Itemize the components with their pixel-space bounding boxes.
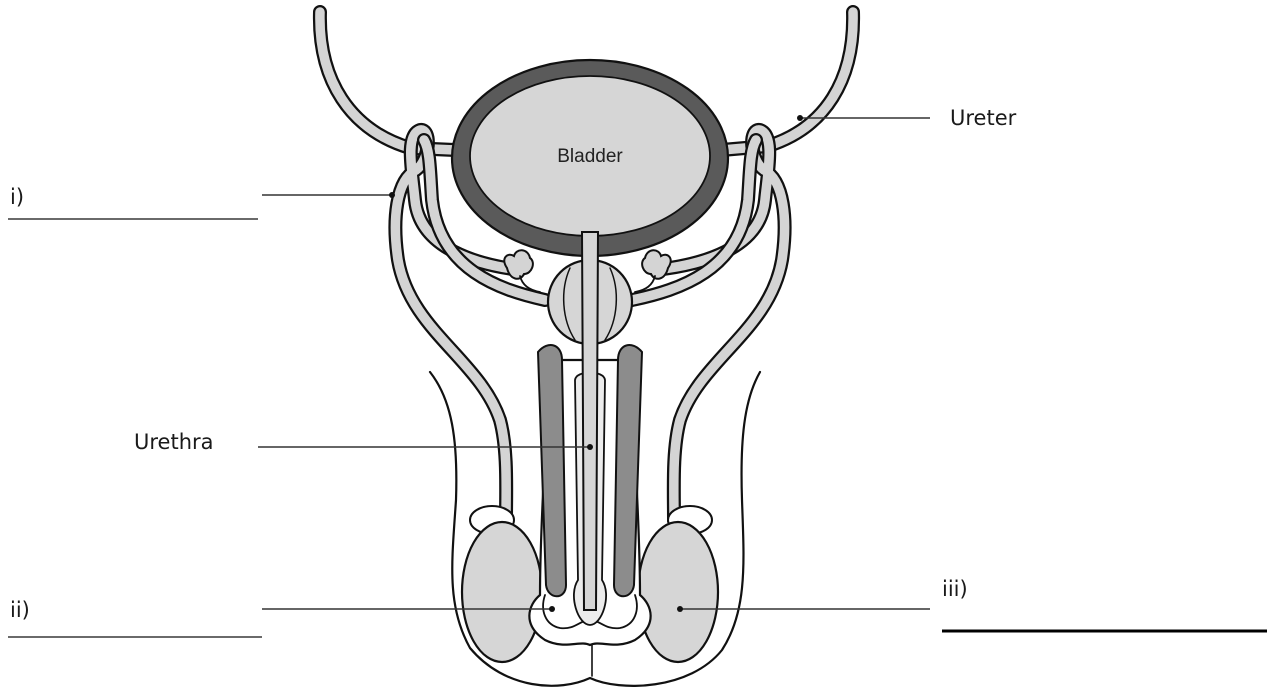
ureter-leader-dot [797, 115, 803, 121]
label-ii: ii) [10, 598, 30, 622]
left-testis [462, 522, 542, 662]
urethra-label: Urethra [134, 430, 214, 454]
left-ureter [320, 12, 455, 150]
right-ureter [722, 12, 853, 150]
right-testis [638, 522, 718, 662]
label-i: i) [10, 185, 24, 209]
ii-leader-dot [549, 606, 555, 612]
bladder-label: Bladder [557, 146, 623, 167]
urethra-leader-dot [587, 444, 593, 450]
i-leader-dot [389, 192, 395, 198]
urethra [582, 232, 598, 610]
label-iii: iii) [942, 577, 968, 601]
ureter-label: Ureter [950, 106, 1017, 130]
iii-leader-dot [677, 606, 683, 612]
